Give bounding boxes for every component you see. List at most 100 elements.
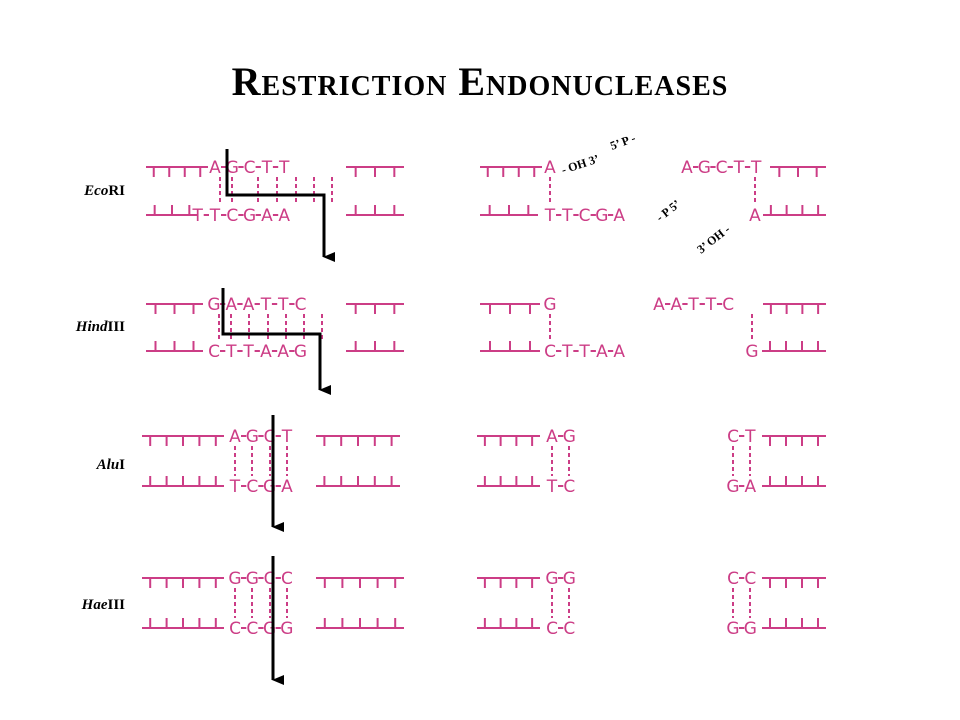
base-letter: G	[698, 158, 711, 178]
base-letter: G	[744, 619, 757, 639]
end-label: 5’ P -	[608, 131, 637, 153]
base-letter: G	[294, 342, 307, 362]
base-letter: T	[192, 206, 204, 226]
enzyme-name-rest: III	[107, 319, 125, 335]
backbone-segment	[146, 341, 203, 352]
base-letter: T	[261, 158, 273, 178]
base-letter: A	[281, 477, 293, 497]
base-letter: C	[246, 477, 258, 497]
base-letter: T	[281, 427, 293, 447]
base-letter: G	[543, 295, 556, 315]
backbone-segment	[346, 303, 404, 314]
backbone-segment	[762, 577, 826, 588]
backbone-segment	[770, 166, 826, 177]
base-letter: T	[578, 342, 590, 362]
base-letter: G	[246, 569, 259, 589]
base-letter: C	[229, 619, 241, 639]
base-letter: C	[546, 619, 558, 639]
backbone-segment	[762, 618, 826, 629]
hydrogen-bonds	[732, 446, 751, 476]
base-letter: A	[613, 342, 625, 362]
hydrogen-bonds	[219, 177, 333, 205]
backbone-segment	[763, 205, 826, 216]
backbone-segment	[477, 618, 540, 629]
cut-line-ecori	[225, 149, 335, 262]
base-letter: G	[745, 342, 758, 362]
base-letter: A	[277, 342, 289, 362]
backbone-segment	[142, 618, 224, 629]
hydrogen-bonds	[218, 314, 323, 341]
backbone-segment	[346, 205, 404, 216]
base-letter: C	[727, 569, 739, 589]
base-letter: G	[207, 295, 220, 315]
base-letter: A	[229, 427, 241, 447]
enzyme-name-italic: Hae	[81, 597, 108, 613]
base-letter: T	[750, 158, 762, 178]
base-letter: T	[229, 477, 241, 497]
base-letter: A	[243, 295, 255, 315]
base-letter: G	[563, 427, 576, 447]
base-letter: T	[705, 295, 717, 315]
base-letter: A	[544, 158, 556, 178]
base-letter: T	[242, 342, 254, 362]
backbone-segment	[316, 476, 400, 487]
enzyme-name-rest: RI	[108, 183, 125, 199]
base-letter: G	[726, 477, 739, 497]
base-letter: C	[716, 158, 728, 178]
base-letter: G	[246, 427, 259, 447]
backbone-segment	[480, 341, 540, 352]
base-letter: C	[264, 569, 276, 589]
enzyme-name-italic: Alu	[96, 457, 120, 473]
base-letter: G	[563, 569, 576, 589]
base-letter: G	[228, 569, 241, 589]
base-letter: T	[277, 295, 289, 315]
base-letter: A	[596, 342, 608, 362]
base-letter: G	[726, 619, 739, 639]
base-letter: A	[670, 295, 682, 315]
backbone-segment	[142, 435, 224, 446]
page-title: Restriction Endonucleases	[231, 59, 729, 104]
base-letter: C	[281, 569, 293, 589]
base-letter: T	[544, 206, 556, 226]
base-letter: T	[561, 206, 573, 226]
base-letter: C	[563, 619, 575, 639]
base-letter: C	[727, 427, 739, 447]
base-letter: C	[264, 427, 276, 447]
base-letter: T	[225, 342, 237, 362]
base-letter: C	[226, 206, 238, 226]
base-letter: T	[260, 295, 272, 315]
base-letter: A	[744, 477, 756, 497]
base-letter: T	[733, 158, 745, 178]
backbone-segment	[480, 166, 542, 177]
enzyme-name-italic: Eco	[84, 183, 109, 199]
sequence: A	[544, 158, 556, 178]
backbone-segment	[762, 476, 826, 487]
base-letter: T	[561, 342, 573, 362]
enzyme-label-alui: AluI	[20, 457, 125, 474]
backbone-segment	[480, 303, 540, 314]
base-letter: A	[278, 206, 290, 226]
base-letter: T	[209, 206, 221, 226]
base-letter: C	[208, 342, 220, 362]
base-letter: A	[225, 295, 237, 315]
base-letter: C	[744, 569, 756, 589]
base-letter: G	[226, 158, 239, 178]
enzyme-label-hindiii: HindIII	[20, 319, 125, 336]
cut-line-hindiii	[221, 288, 331, 395]
